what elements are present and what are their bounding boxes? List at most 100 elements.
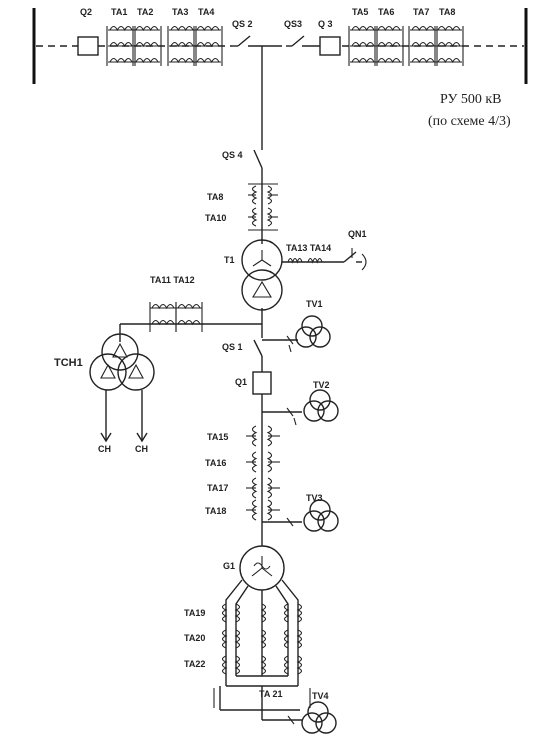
ct-winding: [135, 25, 159, 32]
ct-winding: [234, 629, 241, 649]
ct-winding: [437, 25, 461, 32]
ct-winding: [234, 603, 241, 623]
ct-winding: [351, 41, 375, 48]
ct-winding: [411, 25, 435, 32]
ct-winding: [109, 41, 133, 48]
label-ta16: TA16: [205, 458, 227, 468]
label-qs2: QS 2: [232, 19, 253, 29]
transformer-t1: [241, 239, 283, 311]
ct-winding: [109, 57, 133, 64]
label-ta21: TA 21: [259, 689, 283, 699]
ct-winding: [221, 603, 228, 623]
ct-group-ta11-ta12: [149, 302, 203, 332]
generator-neutral-leads: [219, 579, 302, 721]
voltage-transformer-tv3: [262, 499, 339, 532]
label-qs4: QS 4: [222, 150, 243, 160]
label-g1: G1: [223, 561, 236, 571]
label-ta13-ta14: TA13 TA14: [286, 243, 332, 253]
ct-winding: [377, 25, 401, 32]
diagram-title: РУ 500 кВ: [440, 92, 502, 107]
label-tv4: TV4: [312, 691, 329, 701]
ct-winding: [151, 319, 175, 326]
ct-winding: [411, 41, 435, 48]
diagram-subtitle: (по схеме 4/3): [428, 114, 511, 129]
label-tv3: TV3: [306, 493, 323, 503]
label-ta8: TA8: [439, 7, 456, 17]
label-ta1: TA1: [111, 7, 128, 17]
ct-winding: [221, 629, 228, 649]
ct-winding: [307, 257, 323, 264]
label-ta22: TA22: [184, 659, 206, 669]
disconnector-qs3: [291, 35, 305, 47]
label-q1: Q1: [235, 377, 248, 387]
label-ch-left: CH: [98, 444, 111, 454]
ct-winding: [135, 57, 159, 64]
voltage-transformer-tv4: [287, 701, 337, 734]
ct-winding: [221, 655, 228, 675]
label-ta7: TA7: [413, 7, 430, 17]
label-ta9: TA8: [207, 192, 224, 202]
ct-winding: [177, 303, 201, 310]
ct-winding: [135, 41, 159, 48]
generator-g1: [239, 545, 285, 591]
label-tv1: TV1: [306, 299, 323, 309]
ct-winding: [296, 629, 303, 649]
breaker-q1: [252, 371, 272, 395]
label-t1: T1: [224, 255, 235, 265]
ct-winding: [170, 41, 194, 48]
ct-winding: [260, 603, 267, 623]
ct-winding: [296, 603, 303, 623]
label-ta20: TA20: [184, 633, 206, 643]
label-ta19: TA19: [184, 608, 206, 618]
label-ta10: TA10: [205, 213, 227, 223]
label-qn1: QN1: [348, 229, 367, 239]
label-ta15: TA15: [207, 432, 229, 442]
ct-winding: [177, 319, 201, 326]
ct-group-generator: [213, 603, 311, 708]
ct-winding: [296, 655, 303, 675]
label-ta17: TA17: [207, 483, 229, 493]
ct-winding: [351, 25, 375, 32]
ct-winding: [170, 25, 194, 32]
label-q2: Q2: [80, 7, 93, 17]
label-ta6: TA6: [378, 7, 395, 17]
label-ta18: TA18: [205, 506, 227, 516]
ct-winding: [283, 629, 290, 649]
ct-winding: [109, 25, 133, 32]
ct-winding: [377, 41, 401, 48]
label-ta4: TA4: [198, 7, 215, 17]
breaker-q2: [77, 36, 99, 56]
ct-winding: [283, 603, 290, 623]
label-tch1: TCH1: [54, 357, 83, 369]
label-ta3: TA3: [172, 7, 189, 17]
breaker-q3: [319, 36, 341, 56]
label-ta2: TA2: [137, 7, 154, 17]
tap-to-tch1: [119, 323, 262, 342]
voltage-transformer-tv1: [262, 315, 331, 353]
ct-winding: [260, 655, 267, 675]
ct-winding: [234, 655, 241, 675]
ct-winding: [283, 655, 290, 675]
label-ta11-ta12: TA11 TA12: [150, 275, 195, 285]
label-tv2: TV2: [313, 380, 330, 390]
voltage-transformer-tv2: [262, 389, 339, 426]
ct-winding: [377, 57, 401, 64]
transformer-tch1: [89, 333, 155, 443]
ct-group-ta13-ta14: [286, 257, 324, 264]
ct-winding: [437, 41, 461, 48]
ct-winding: [287, 257, 303, 264]
label-ta5: TA5: [352, 7, 369, 17]
label-qs1: QS 1: [222, 342, 243, 352]
ct-winding: [437, 57, 461, 64]
ct-group-ta9-ta10: [248, 183, 278, 231]
ct-winding: [411, 57, 435, 64]
ct-winding: [151, 303, 175, 310]
disconnector-qs4: [253, 149, 263, 169]
disconnector-qs1: [253, 339, 263, 357]
disconnector-qs2: [237, 35, 251, 47]
ct-winding: [196, 25, 220, 32]
ct-group-ta15-ta18: [246, 425, 280, 521]
ct-group-busbar: [106, 25, 464, 66]
ct-winding: [170, 57, 194, 64]
